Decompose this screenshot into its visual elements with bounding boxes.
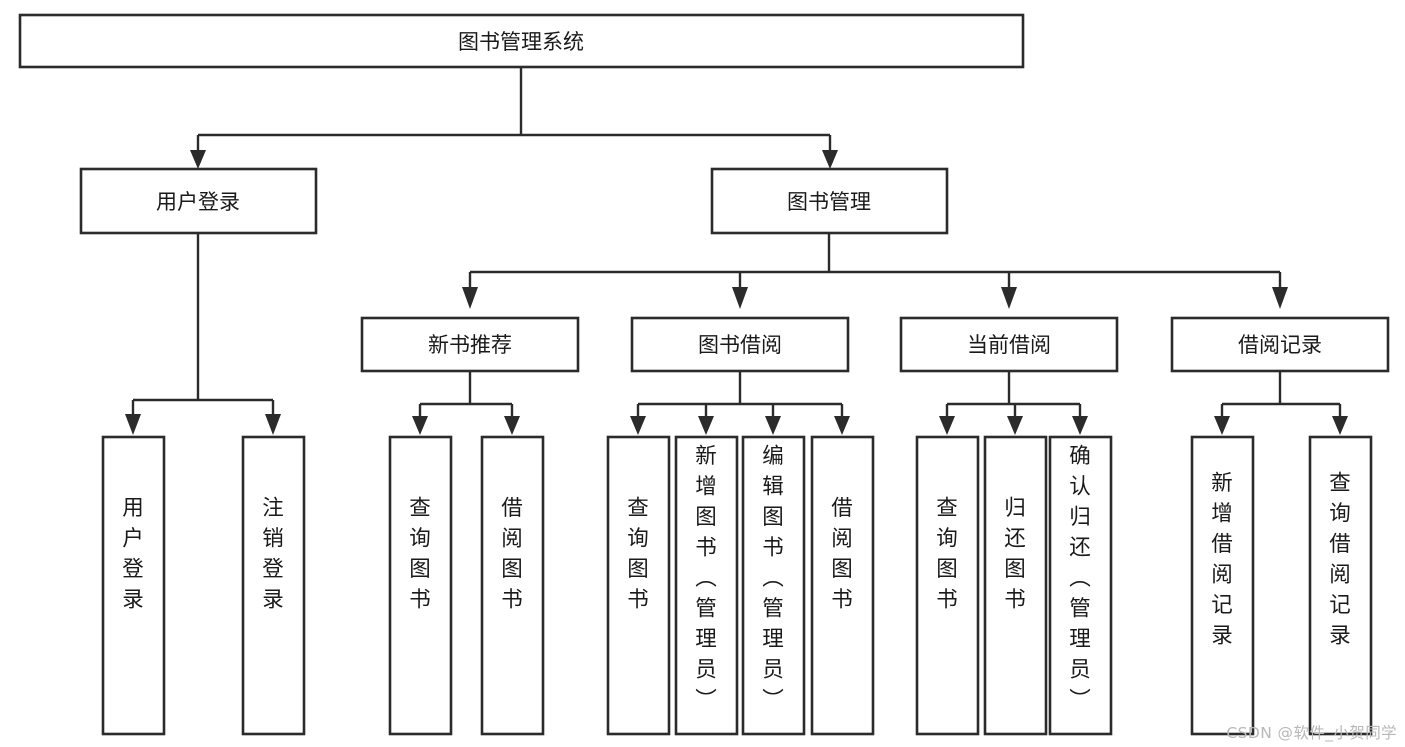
node-leaf-query-record[interactable]: 查询借阅记录 — [1308, 435, 1373, 736]
arrow-head-icon — [125, 414, 141, 435]
connector-currentborrow-to-leaves — [939, 372, 1088, 435]
node-new-book-recommend[interactable]: 新书推荐 — [360, 316, 580, 373]
node-leaf-query-book-2-label: 查询图书 — [627, 496, 649, 613]
connector-root-to-level2 — [190, 67, 838, 169]
node-book-borrow-label: 图书借阅 — [698, 333, 782, 357]
node-book-manage[interactable]: 图书管理 — [710, 167, 949, 235]
arrow-head-icon — [265, 414, 281, 435]
node-root[interactable]: 图书管理系统 — [18, 13, 1025, 69]
arrow-head-icon — [822, 150, 838, 169]
node-root-label: 图书管理系统 — [458, 30, 584, 54]
arrow-head-icon — [834, 416, 850, 435]
node-new-book-recommend-label: 新书推荐 — [428, 333, 512, 357]
node-leaf-query-book-3-label: 查询图书 — [936, 496, 958, 613]
connector-borrowrecord-to-leaves — [1214, 372, 1348, 435]
node-leaf-edit-book[interactable]: 编辑图书︵管理员︶ — [741, 435, 806, 736]
node-leaf-borrow-book-1[interactable]: 借阅图书 — [480, 435, 545, 736]
arrow-head-icon — [412, 416, 428, 435]
arrow-head-icon — [698, 416, 714, 435]
node-leaf-query-record-label: 查询借阅记录 — [1329, 471, 1351, 649]
node-leaf-return-book[interactable]: 归还图书 — [983, 435, 1048, 736]
arrow-head-icon — [504, 416, 520, 435]
node-leaf-query-book-1-label: 查询图书 — [409, 496, 431, 613]
arrow-head-icon — [1272, 287, 1288, 309]
arrow-head-icon — [462, 287, 478, 309]
node-leaf-query-book-1[interactable]: 查询图书 — [388, 435, 453, 736]
node-leaf-borrow-book-1-label: 借阅图书 — [501, 496, 523, 613]
node-leaf-return-book-label: 归还图书 — [1004, 496, 1026, 613]
arrow-head-icon — [630, 416, 646, 435]
arrow-head-icon — [1332, 416, 1348, 435]
node-leaf-add-book[interactable]: 新增图书︵管理员︶ — [674, 435, 739, 736]
node-leaf-borrow-book-2[interactable]: 借阅图书 — [810, 435, 875, 736]
arrow-head-icon — [765, 416, 781, 435]
node-book-manage-label: 图书管理 — [787, 190, 871, 214]
connector-newbook-to-leaves — [412, 372, 520, 435]
arrow-head-icon — [1001, 287, 1017, 309]
node-current-borrow[interactable]: 当前借阅 — [899, 316, 1119, 373]
node-leaf-query-book-2[interactable]: 查询图书 — [606, 435, 671, 736]
arrow-head-icon — [190, 150, 206, 169]
node-leaf-user-logout[interactable]: 注销登录 — [241, 435, 306, 736]
connector-bookborrow-to-leaves — [630, 372, 850, 435]
arrow-head-icon — [1214, 416, 1230, 435]
node-current-borrow-label: 当前借阅 — [967, 333, 1051, 357]
node-leaf-add-record[interactable]: 新增借阅记录 — [1190, 435, 1255, 736]
connector-userlogin-to-leaves — [125, 234, 281, 435]
connector-bookmanage-to-level3 — [462, 234, 1288, 309]
node-user-login-label: 用户登录 — [156, 190, 240, 214]
node-leaf-add-book-label: 新增图书︵管理员︶ — [695, 444, 717, 713]
node-leaf-confirm-return-label: 确认归还︵管理员︶ — [1069, 444, 1091, 713]
node-borrow-record-label: 借阅记录 — [1238, 333, 1322, 357]
node-leaf-user-logout-label: 注销登录 — [262, 496, 284, 613]
arrow-head-icon — [1072, 416, 1088, 435]
node-leaf-borrow-book-2-label: 借阅图书 — [831, 496, 853, 613]
arrow-head-icon — [939, 416, 955, 435]
node-leaf-confirm-return[interactable]: 确认归还︵管理员︶ — [1048, 435, 1113, 736]
node-leaf-user-login[interactable]: 用户登录 — [101, 435, 166, 736]
node-leaf-add-record-label: 新增借阅记录 — [1211, 471, 1233, 649]
node-borrow-record[interactable]: 借阅记录 — [1170, 316, 1390, 373]
node-book-borrow[interactable]: 图书借阅 — [630, 316, 850, 373]
node-leaf-user-login-label: 用户登录 — [122, 496, 144, 613]
node-leaf-query-book-3[interactable]: 查询图书 — [915, 435, 980, 736]
node-leaf-edit-book-label: 编辑图书︵管理员︶ — [762, 444, 784, 713]
arrow-head-icon — [1007, 416, 1023, 435]
arrow-head-icon — [732, 287, 748, 309]
node-user-login[interactable]: 用户登录 — [79, 167, 318, 235]
